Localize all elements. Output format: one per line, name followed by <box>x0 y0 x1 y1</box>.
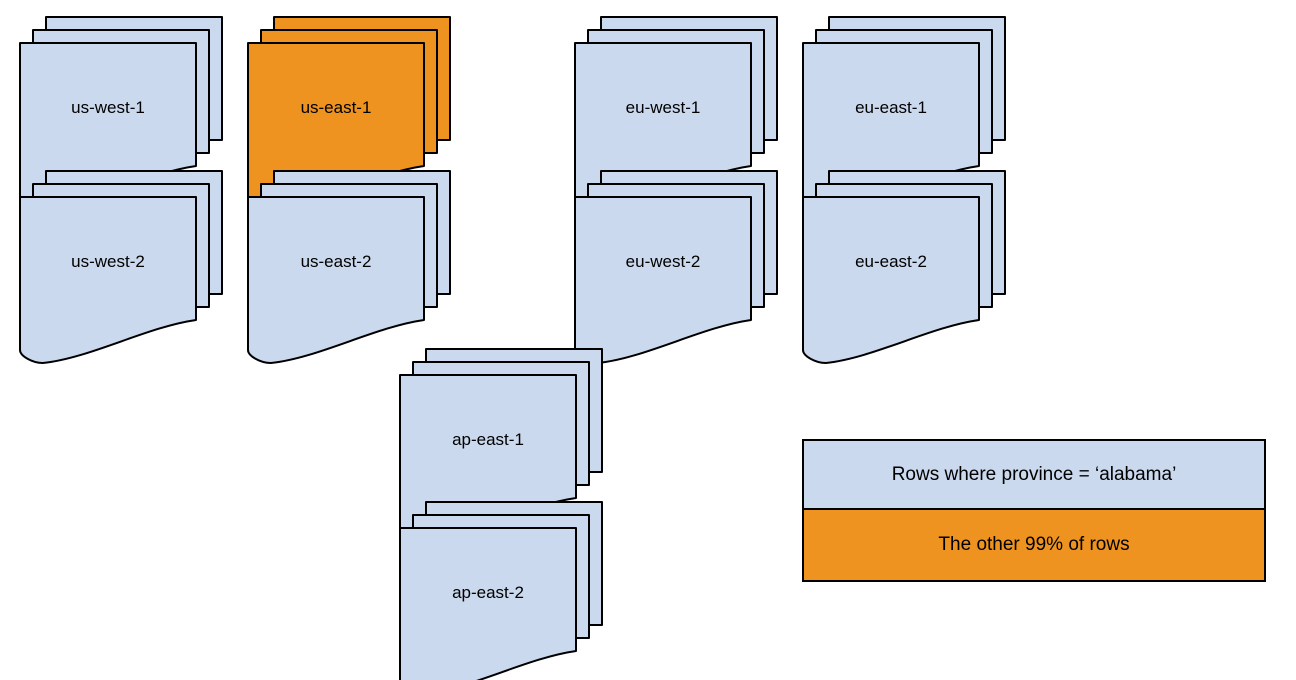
legend: Rows where province = ‘alabama’ The othe… <box>802 439 1266 582</box>
region-stack-eu-west-2[interactable]: eu-west-2 <box>555 154 795 364</box>
legend-label-primary: Rows where province = ‘alabama’ <box>891 463 1177 485</box>
document-sheet-front <box>19 196 197 364</box>
legend-row-secondary: The other 99% of rows <box>804 510 1264 580</box>
legend-label-secondary: The other 99% of rows <box>938 534 1130 555</box>
document-sheet-front <box>802 196 980 364</box>
legend-row-primary: Rows where province = ‘alabama’ <box>804 441 1264 510</box>
region-stack-us-east-2[interactable]: us-east-2 <box>228 154 468 364</box>
document-sheet-front <box>399 527 577 680</box>
region-stack-us-east-1[interactable]: us-east-1 <box>228 0 468 210</box>
region-stack-ap-east-2[interactable]: ap-east-2 <box>380 485 620 680</box>
document-sheet-front <box>247 196 425 364</box>
region-stack-us-west-2[interactable]: us-west-2 <box>0 154 240 364</box>
region-stack-ap-east-1[interactable]: ap-east-1 <box>380 332 620 542</box>
region-stack-us-west-1[interactable]: us-west-1 <box>0 0 240 210</box>
region-stack-eu-west-1[interactable]: eu-west-1 <box>555 0 795 210</box>
region-stack-eu-east-2[interactable]: eu-east-2 <box>783 154 1023 364</box>
